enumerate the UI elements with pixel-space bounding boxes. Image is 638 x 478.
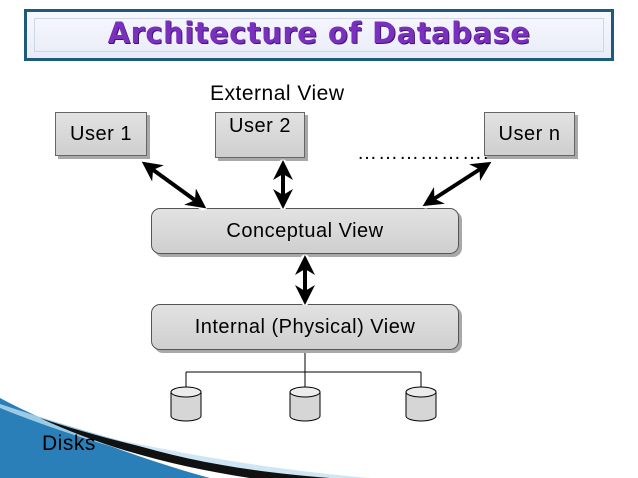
- disks-label: Disks: [42, 432, 96, 455]
- internal-view-box: Internal (Physical) View: [151, 304, 459, 350]
- disk-bus: [185, 353, 422, 388]
- disk-icon: [405, 386, 437, 422]
- page-title: Architecture of Database: [107, 16, 531, 50]
- user-n-box: User n: [484, 112, 575, 156]
- conceptual-view-box: Conceptual View: [151, 208, 459, 254]
- conceptual-view-label: Conceptual View: [226, 219, 384, 242]
- corner-swoosh-decoration: [0, 398, 370, 478]
- user-n-to-conceptual-arrow: [421, 159, 493, 209]
- title-banner: Architecture of Database: [24, 9, 614, 61]
- user-2-box: User 2: [215, 112, 305, 158]
- disk-icon: [289, 386, 321, 422]
- internal-view-label: Internal (Physical) View: [194, 315, 416, 338]
- title-banner-inner: [34, 18, 604, 52]
- user-1-label: User 1: [70, 122, 132, 145]
- user-n-label: User n: [498, 122, 561, 145]
- external-view-label: External View: [210, 82, 345, 105]
- more-users-ellipsis: ……………….: [357, 142, 490, 164]
- disk-icon: [170, 386, 202, 422]
- user-1-to-conceptual-arrow: [140, 159, 208, 211]
- user-2-label: User 2: [229, 115, 291, 137]
- user-1-box: User 1: [55, 112, 147, 156]
